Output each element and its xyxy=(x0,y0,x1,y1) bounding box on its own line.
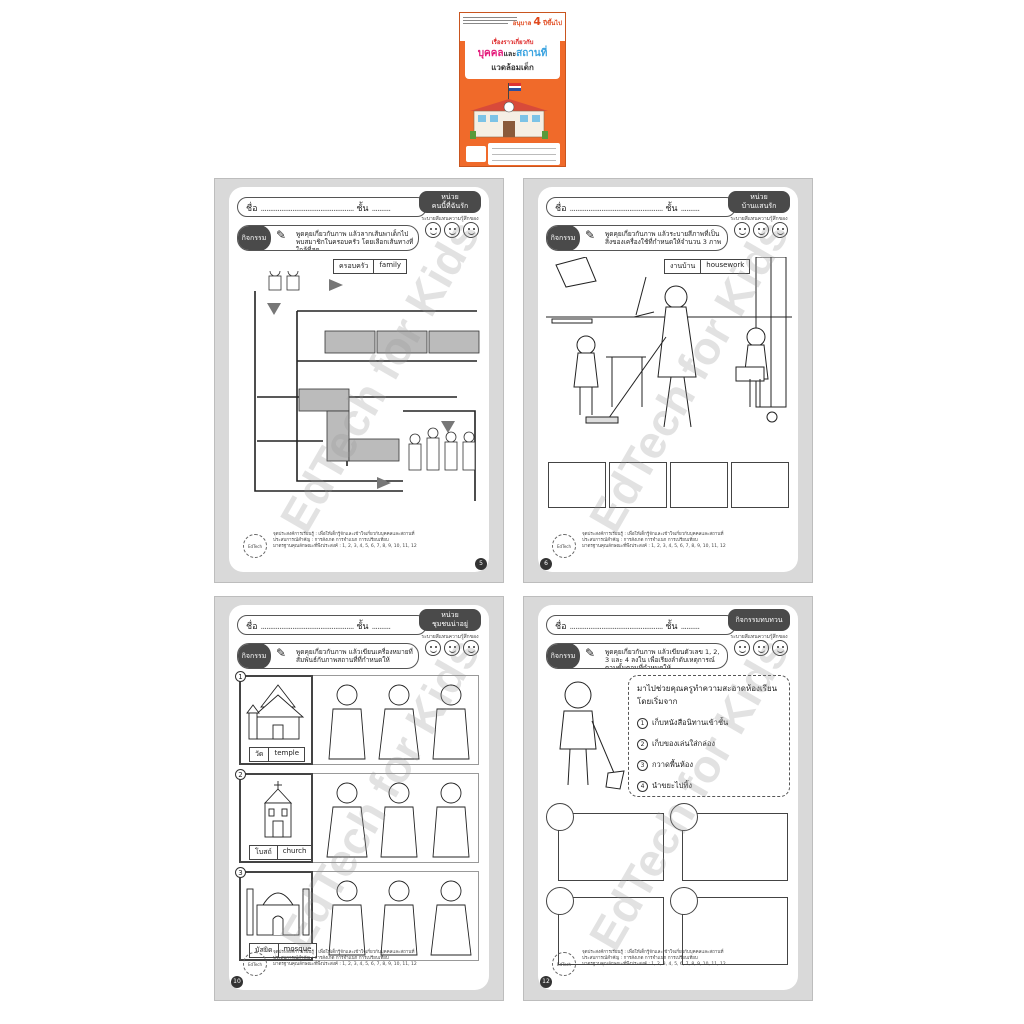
smiley-face-icon xyxy=(444,640,460,656)
worksheet-page-family-maze: ชื่อ ...................................… xyxy=(214,178,504,583)
row-number: 2 xyxy=(235,769,246,780)
cover-title: เรื่องราวเกี่ยวกับ บุคคลและสถานที่ แวดล้… xyxy=(465,35,560,79)
activity-instruction: กิจกรรม ✎ พูดคุยเกี่ยวกับภาพ แล้วลากเส้น… xyxy=(237,225,419,251)
smiley-face-icon xyxy=(463,640,479,656)
page-footer: EdTech จุดประสงค์การเรียนรู้ : เพื่อให้เ… xyxy=(237,532,481,564)
sequence-answer-circle[interactable] xyxy=(670,803,698,831)
mosque-illustration xyxy=(246,888,310,936)
sequence-answer-circle[interactable] xyxy=(670,887,698,915)
smiley-face-icon xyxy=(772,222,788,238)
school-building-illustration xyxy=(470,83,548,139)
feeling-faces xyxy=(425,222,479,238)
name-class-line: ชื่อ ...................................… xyxy=(237,197,427,217)
page-footer: EdTech จุดประสงค์การเรียนรู้ : เพื่อให้เ… xyxy=(237,950,481,982)
unit-tag: หน่วยบ้านแสนรัก xyxy=(728,191,790,213)
page-number: 6 xyxy=(540,558,552,570)
picture-box-toy-truck[interactable] xyxy=(670,462,728,508)
page-number: 12 xyxy=(540,976,552,988)
feeling-faces xyxy=(734,640,788,656)
cleaning-illustration xyxy=(546,257,792,428)
church-illustration xyxy=(263,781,293,838)
row-number: 1 xyxy=(235,671,246,682)
pencil-cup-icon: ✎ xyxy=(276,228,287,242)
smiley-face-icon xyxy=(734,222,750,238)
picture-box-teddy-bear[interactable] xyxy=(731,462,789,508)
activity-instruction: กิจกรรม ✎ พูดคุยเกี่ยวกับภาพ แล้วระบายสี… xyxy=(546,225,728,251)
vocab-label: โบสถ์church xyxy=(249,845,313,860)
sequence-picture-toys xyxy=(682,813,788,881)
sequence-picture-sweep xyxy=(558,897,664,965)
book-cover: อนุบาล 4 ปีขึ้นไป เรื่องราวเกี่ยวกับ บุค… xyxy=(459,12,566,167)
name-class-line: ชื่อ ...................................… xyxy=(546,615,736,635)
smiley-face-icon xyxy=(753,640,769,656)
row-number: 3 xyxy=(235,867,246,878)
activity-instruction: กิจกรรม ✎ พูดคุยเกี่ยวกับภาพ แล้วเขียนตั… xyxy=(546,643,728,669)
smiley-face-icon xyxy=(463,222,479,238)
pencil-cup-icon: ✎ xyxy=(585,646,596,660)
page-footer: EdTech จุดประสงค์การเรียนรู้ : เพื่อให้เ… xyxy=(546,950,790,982)
smiley-face-icon xyxy=(734,640,750,656)
smiley-face-icon xyxy=(425,222,441,238)
page-number: 5 xyxy=(475,558,487,570)
name-class-line: ชื่อ ...................................… xyxy=(546,197,736,217)
smiley-face-icon xyxy=(753,222,769,238)
boy-sweeping-illustration xyxy=(559,681,625,790)
sequence-picture-books xyxy=(682,897,788,965)
activity-instruction: กิจกรรม ✎ พูดคุยเกี่ยวกับภาพ แล้วเขียนเค… xyxy=(237,643,419,669)
picture-box-vacuum[interactable] xyxy=(609,462,667,508)
temple-illustration xyxy=(246,684,305,740)
sequencing-area: มาไปช่วยคุณครูทำความสะอาดห้องเรียน โดยเร… xyxy=(546,675,790,965)
task-list-panel: มาไปช่วยคุณครูทำความสะอาดห้องเรียน โดยเร… xyxy=(628,675,790,797)
picture-box-duster[interactable] xyxy=(548,462,606,508)
worksheet-page-housework: ชื่อ ...................................… xyxy=(523,178,813,583)
worksheet-page-community: ชื่อ ...................................… xyxy=(214,596,504,1001)
cover-name-form xyxy=(488,143,560,165)
unit-tag: หน่วยชุมชนน่าอยู่ xyxy=(419,609,481,631)
feeling-faces xyxy=(734,222,788,238)
people-illustrations xyxy=(326,684,472,956)
publisher-logo xyxy=(466,146,486,162)
name-class-line: ชื่อ ...................................… xyxy=(237,615,427,635)
unit-tag: หน่วยคนนี้ที่ฉันรัก xyxy=(419,191,481,213)
smiley-face-icon xyxy=(425,640,441,656)
pencil-cup-icon: ✎ xyxy=(585,228,596,242)
smiley-face-icon xyxy=(444,222,460,238)
page-footer: EdTech จุดประสงค์การเรียนรู้ : เพื่อให้เ… xyxy=(546,532,790,564)
cover-grade: อนุบาล 4 ปีขึ้นไป xyxy=(512,15,562,28)
sequence-answer-circle[interactable] xyxy=(546,887,574,915)
feeling-faces xyxy=(425,640,479,656)
place-church-box: โบสถ์church xyxy=(239,773,313,863)
pencil-cup-icon: ✎ xyxy=(276,646,287,660)
sequence-answer-circle[interactable] xyxy=(546,803,574,831)
page-number: 10 xyxy=(231,976,243,988)
worksheet-page-review: ชื่อ ...................................… xyxy=(523,596,813,1001)
sequence-picture-trash xyxy=(558,813,664,881)
maze-drawing xyxy=(254,271,480,501)
smiley-face-icon xyxy=(772,640,788,656)
unit-tag: กิจกรรมทบทวน xyxy=(728,609,790,631)
